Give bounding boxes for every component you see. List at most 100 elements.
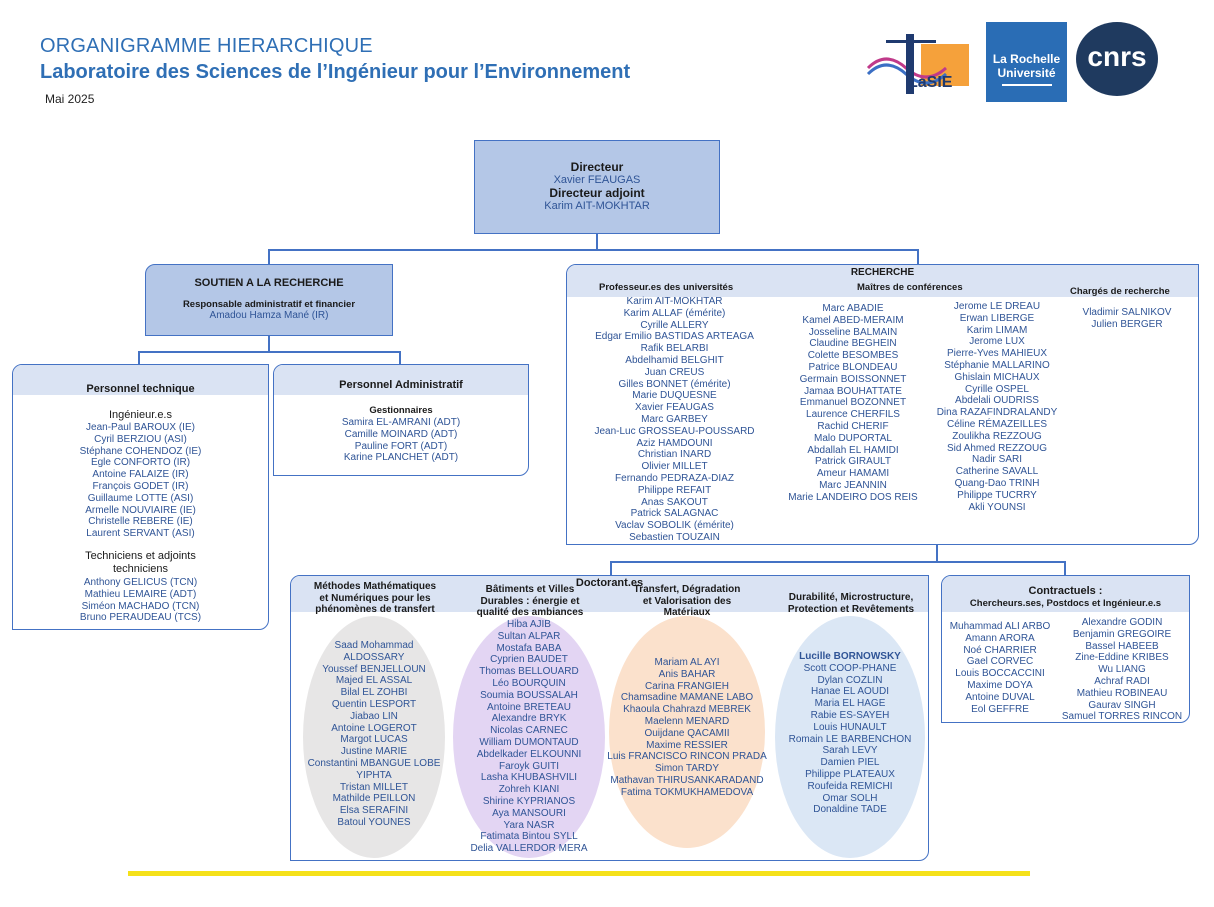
group-ellipse-durability	[775, 616, 925, 858]
support-name: Amadou Hamza Mané (IR)	[209, 310, 329, 321]
list-item: Céline RÉMAZEILLES	[946, 418, 1048, 430]
cnrs-logo: cnrs	[1076, 22, 1158, 96]
list-item: Antoine BRETEAU	[487, 701, 571, 713]
list-item: Dina RAZAFINDRALANDY	[936, 407, 1058, 419]
list-item: Tristan MILLET	[340, 781, 408, 793]
list-item: Mathieu ROBINEAU	[1076, 687, 1168, 699]
list-item: Margot LUCAS	[340, 734, 408, 746]
group-label-line: Durables : énergie et	[480, 595, 580, 607]
list-item: Josseline BALMAIN	[808, 326, 898, 338]
lr-logo-line1: La Rochelle	[992, 52, 1061, 66]
group-ellipse-methods	[303, 616, 445, 858]
list-item: Muhammad ALI ARBO	[949, 621, 1051, 632]
connector	[936, 545, 938, 561]
group-label-line: Transfert, Dégradation	[633, 584, 741, 595]
list-item: Hiba AJIB	[507, 619, 551, 630]
list-item: Lasha KHUBASHVILI	[480, 772, 578, 784]
list-item: Alexandre GODIN	[1081, 617, 1163, 628]
connector	[268, 249, 270, 264]
list-item: Marc JEANNIN	[819, 479, 887, 491]
list-item: Philippe PLATEAUX	[805, 768, 895, 780]
list-item: Siméon MACHADO (TCN)	[81, 600, 200, 612]
support-box: SOUTIEN A LA RECHERCHE Responsable admin…	[145, 264, 393, 336]
lasie-logo-text: LaSIE	[908, 74, 953, 91]
list-item: Thomas BELLOUARD	[479, 666, 579, 678]
connector	[596, 234, 598, 250]
group-ellipse-materials	[609, 616, 765, 848]
list-item: Rabie ES-SAYEH	[810, 709, 890, 721]
list-item: Pierre-Yves MAHIEUX	[946, 348, 1048, 360]
connector	[610, 561, 1065, 563]
list-item: Laurent SERVANT (ASI)	[86, 528, 195, 540]
admin-staff-box: Personnel Administratif Gestionnaires Sa…	[273, 364, 529, 476]
techs-label-line2: techniciens	[112, 563, 169, 575]
list-item: Erwan LIBERGE	[959, 312, 1035, 324]
list-item: Omar SOLH	[822, 792, 878, 804]
list-item: Saad Mohammad	[334, 640, 414, 651]
list-item: Rafik BELARBI	[640, 343, 709, 355]
list-item: Gilles BONNET (émérite)	[618, 378, 731, 390]
list-item: Rachid CHERIF	[817, 420, 889, 432]
connector	[610, 561, 612, 575]
list-item: Simon TARDY	[654, 763, 720, 775]
list-item: Sid Ahmed REZZOUG	[946, 442, 1048, 454]
list-item: Marie DUQUESNE	[632, 390, 717, 402]
list-item: Maxime DOYA	[967, 679, 1033, 691]
list-item: Maelenn MENARD	[644, 715, 730, 727]
list-item: Anis BAHAR	[658, 668, 716, 680]
list-item: Malo DUPORTAL	[814, 432, 892, 444]
list-item: Louis HUNAULT	[813, 721, 887, 733]
connector	[138, 351, 140, 364]
list-item: Karine PLANCHET (ADT)	[343, 452, 459, 464]
list-item: Donaldine TADE	[813, 804, 887, 816]
list-item: Luis FRANCISCO RINCON PRADA	[607, 751, 767, 763]
list-item: Elsa SERAFINI	[339, 805, 409, 817]
list-item: Gaurav SINGH	[1088, 699, 1156, 711]
deputy-label: Directeur adjoint	[549, 186, 645, 200]
la-rochelle-universite-logo: La Rochelle Université	[986, 22, 1067, 102]
list-item: Zine-Eddine KRIBES	[1075, 652, 1169, 664]
list-item: Stéphane COHENDOZ (IE)	[79, 445, 202, 457]
list-item: Egle CONFORTO (IR)	[90, 457, 191, 469]
list-item: Cyprien BAUDET	[490, 654, 568, 666]
list-item: Scott COOP-PHANE	[803, 662, 897, 674]
group-label-line: Matériaux	[663, 607, 711, 618]
list-item: Anas SAKOUT	[641, 496, 708, 508]
list-item: Armelle NOUVIAIRE (IE)	[85, 504, 196, 516]
connector	[268, 249, 918, 251]
cr-label: Chargés de recherche	[1070, 286, 1170, 297]
list-item: Sarah LEVY	[822, 745, 878, 757]
list-item: Mathavan THIRUSANKARADAND	[610, 774, 764, 786]
list-item: Justine MARIE	[340, 746, 408, 758]
list-item: Vladimir SALNIKOV	[1082, 307, 1172, 318]
list-item: Damien PIEL	[820, 757, 880, 769]
list-item: Hanae EL AOUDI	[810, 686, 889, 698]
group-label-line: qualité des ambiances	[476, 607, 584, 618]
contractuels-title: Contractuels :	[1028, 585, 1103, 597]
lr-logo-line2: Université	[997, 66, 1056, 80]
list-item: Wu LIANG	[1098, 664, 1146, 676]
list-item: Antoine LOGEROT	[331, 722, 417, 734]
deputy-name: Karim AIT-MOKHTAR	[544, 200, 650, 212]
research-box: RECHERCHE Professeur.es des universités …	[566, 264, 1199, 545]
list-item: Romain LE BARBENCHON	[788, 733, 912, 745]
list-item: Olivier MILLET	[641, 461, 708, 473]
list-item: Zohreh KIANI	[498, 784, 560, 796]
list-item: Achraf RADI	[1094, 675, 1150, 687]
list-item: François GODET (IR)	[92, 480, 189, 492]
list-item: Ouijdane QACAMII	[644, 727, 730, 739]
list-item: Chamsadine MAMANE LABO	[620, 692, 754, 704]
list-item: Quentin LESPORT	[331, 698, 417, 710]
list-item: Jamaa BOUHATTATE	[804, 385, 902, 397]
list-item: Christelle REBERE (IE)	[88, 516, 193, 528]
list-item: Carina FRANGIEH	[645, 680, 729, 692]
techs-list: Anthony GELICUS (TCN)Mathieu LEMAIRE (AD…	[13, 577, 268, 624]
